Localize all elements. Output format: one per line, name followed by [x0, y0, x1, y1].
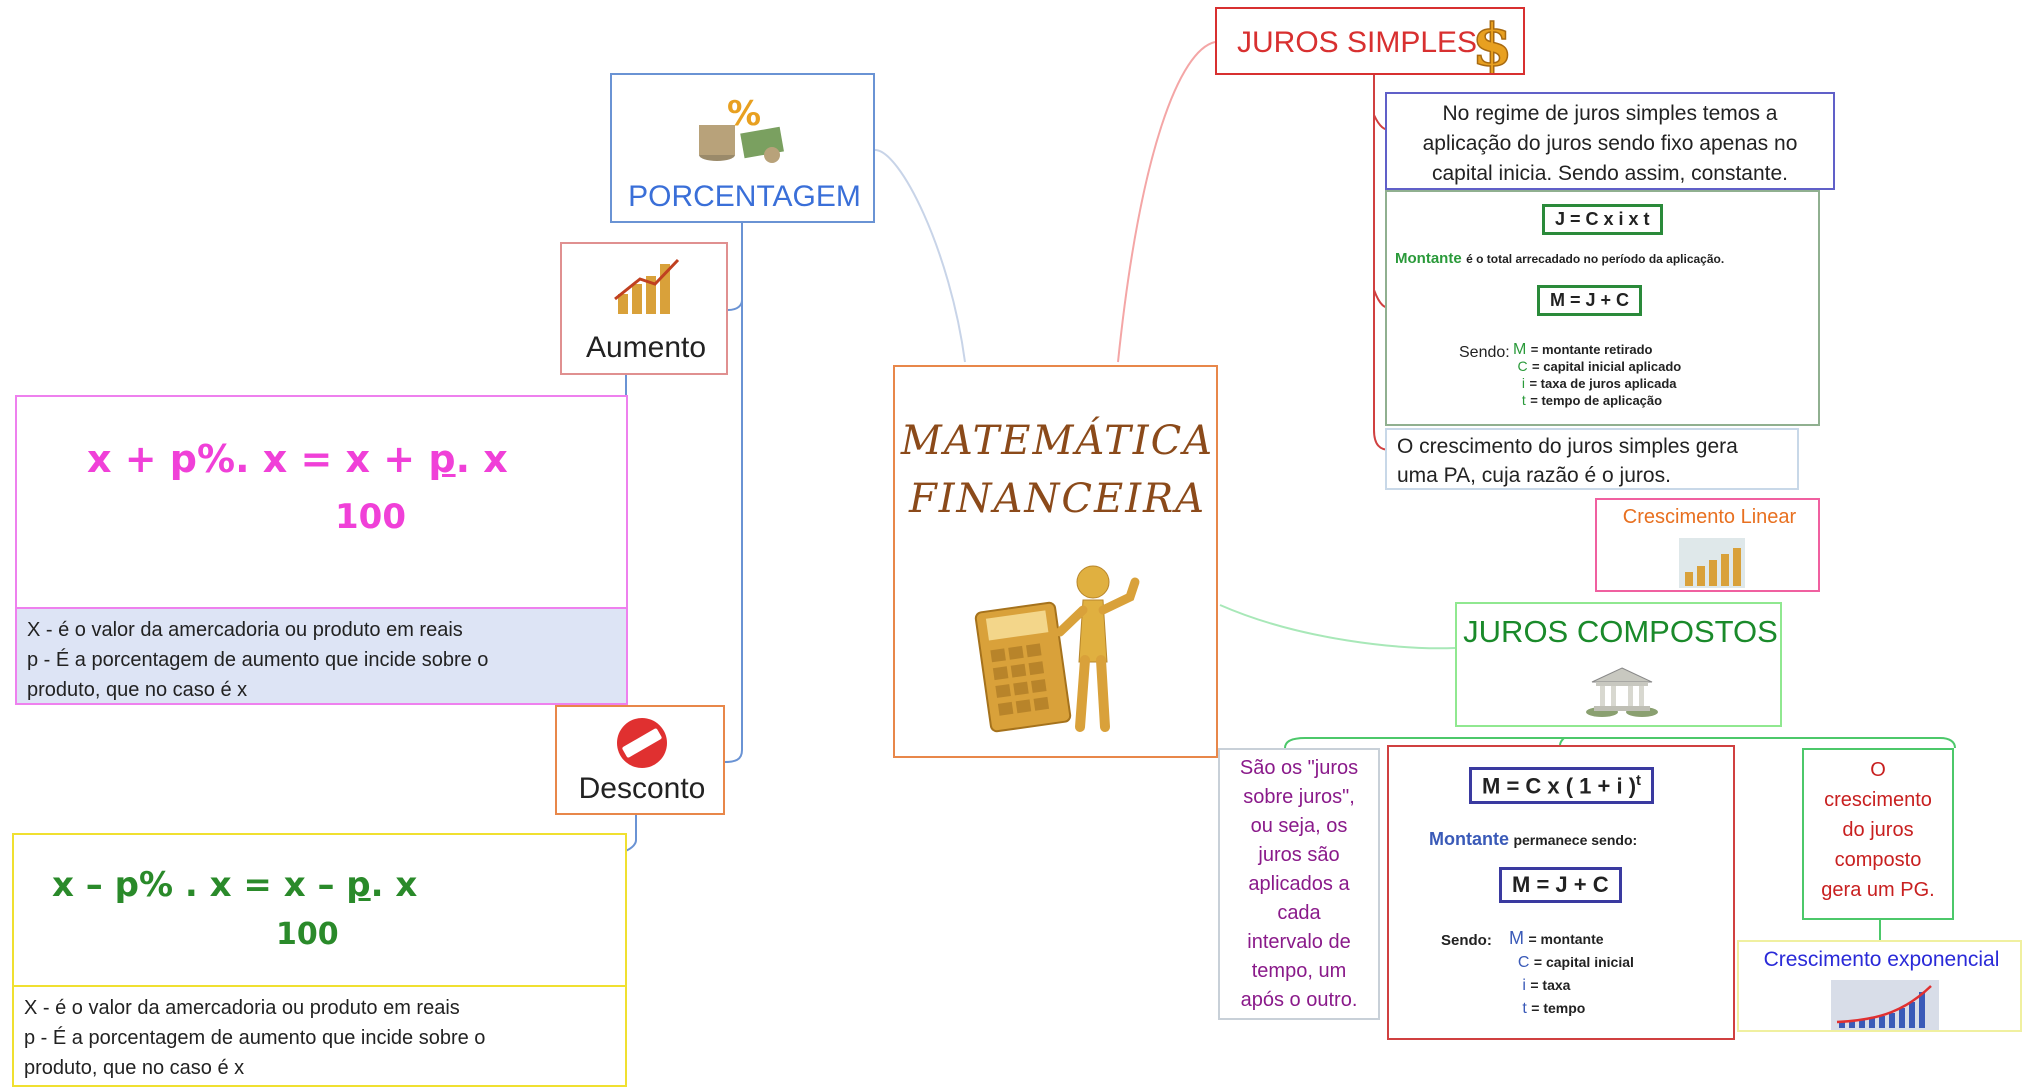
legend-row: C = capital inicial: [1517, 954, 1634, 971]
crescimento-exponencial-label: Crescimento exponencial: [1763, 948, 2000, 971]
desconto-denominator: 100: [276, 917, 339, 952]
growth-line: O crescimento do juros simples gera: [1397, 435, 1738, 458]
sendo-label-compound: Sendo:: [1441, 932, 1492, 949]
legend-row: t = tempo de aplicação: [1521, 392, 1663, 408]
legend-row: t = tempo: [1522, 1000, 1586, 1017]
linear-chart-icon: [1679, 538, 1745, 588]
formula-compound: M = C x ( 1 + i )t: [1469, 767, 1655, 805]
aumento-formula-right: . x: [455, 437, 508, 481]
crescimento-linear-node[interactable]: Crescimento Linear: [1595, 498, 1820, 592]
svg-text:%: %: [727, 94, 761, 134]
aumento-note: X - é o valor da amercadoria ou produto …: [17, 607, 626, 703]
gold-figure-calculator-icon: [974, 565, 1140, 733]
legend-list-compound: M = montante C = capital inicial i = tax…: [1509, 927, 1634, 1020]
legend-row: M = montante retirado: [1513, 341, 1653, 358]
juros-compostos-definition: São os "juros sobre juros", ou seja, os …: [1218, 748, 1380, 1020]
montante-desc: é o total arrecadado no período da aplic…: [1466, 252, 1725, 266]
desconto-formula: x – p% . x = x – p. x: [52, 865, 417, 905]
montante-line-compound: Montante permanece sendo:: [1429, 829, 1637, 850]
desconto-formula-right: . x: [370, 865, 418, 905]
desconto-note-line: X - é o valor da amercadoria ou produto …: [24, 997, 460, 1019]
formula-m-compound: M = J + C: [1499, 867, 1622, 903]
crescimento-linear-label: Crescimento Linear: [1622, 506, 1797, 528]
aumento-note-line: produto, que no caso é x: [27, 679, 248, 701]
legend-row: C = capital inicial aplicado: [1517, 358, 1682, 374]
legend-list: M = montante retirado C = capital inicia…: [1513, 342, 1681, 409]
aumento-note-line: p - É a porcentagem de aumento que incid…: [27, 649, 489, 671]
definition-line: intervalo de: [1247, 931, 1351, 953]
juros-compostos-node[interactable]: JUROS COMPOSTOS: [1455, 602, 1782, 727]
aumento-node[interactable]: Aumento: [560, 242, 728, 375]
center-title: MATEMÁTICA FINANCEIRA: [895, 412, 1220, 528]
desconto-note-line: produto, que no caso é x: [24, 1057, 245, 1079]
aumento-note-line: X - é o valor da amercadoria ou produto …: [27, 619, 463, 641]
definition-line: após o outro.: [1240, 989, 1358, 1011]
aumento-formula-left: x + p%. x = x +: [87, 437, 429, 481]
porcentagem-title: PORCENTAGEM: [628, 180, 861, 213]
intro-line: aplicação do juros sendo fixo apenas no: [1422, 132, 1798, 155]
center-node[interactable]: MATEMÁTICA FINANCEIRA: [893, 365, 1218, 758]
formula-compound-base: M = C x ( 1 + i ): [1482, 773, 1637, 799]
definition-line: São os "juros: [1239, 757, 1359, 779]
rising-chart-icon: [614, 258, 680, 314]
bank-icon: [1586, 667, 1658, 717]
definition-line: ou seja, os: [1250, 815, 1348, 837]
montante-word: Montante: [1395, 250, 1462, 267]
aumento-formula-box: x + p%. x = x + p. x 100 X - é o valor d…: [15, 395, 628, 705]
formula-compound-exponent: t: [1636, 772, 1642, 789]
montante-desc: permanece sendo:: [1513, 832, 1638, 848]
definition-line: juros são: [1258, 844, 1340, 866]
aumento-label: Aumento: [585, 331, 707, 364]
growth-line: gera um PG.: [1821, 879, 1935, 901]
legend-row: i = taxa: [1522, 977, 1571, 994]
intro-line: No regime de juros simples temos a: [1442, 102, 1778, 125]
center-title-line2: FINANCEIRA: [908, 476, 1207, 522]
juros-compostos-title: JUROS COMPOSTOS: [1463, 614, 1778, 649]
desconto-formula-box: x – p% . x = x – p. x 100 X - é o valor …: [12, 833, 627, 1087]
juros-simples-growth: O crescimento do juros simples gera uma …: [1385, 428, 1799, 490]
center-title-line1: MATEMÁTICA: [900, 418, 1215, 464]
dollar-icon: $: [1471, 13, 1513, 73]
crescimento-exponencial-node[interactable]: Crescimento exponencial: [1737, 940, 2022, 1032]
growth-line: uma PA, cuja razão é o juros.: [1397, 464, 1671, 487]
desconto-node[interactable]: Desconto: [555, 705, 725, 815]
definition-line: cada: [1277, 902, 1321, 924]
growth-line: do juros: [1842, 819, 1914, 841]
legend-row: M = montante: [1509, 928, 1604, 948]
growth-line: O: [1870, 759, 1886, 781]
growth-line: crescimento: [1824, 789, 1932, 811]
sendo-label: Sendo:: [1459, 344, 1510, 361]
money-percent-icon: %: [699, 94, 784, 163]
desconto-formula-left: x – p% . x = x –: [52, 865, 347, 905]
discount-tag-icon: [617, 718, 667, 768]
juros-simples-title: JUROS SIMPLES: [1237, 26, 1478, 59]
montante-line: Montante é o total arrecadado no período…: [1395, 250, 1724, 268]
aumento-formula: x + p%. x = x + p. x: [87, 437, 508, 481]
desconto-label: Desconto: [578, 772, 706, 805]
juros-simples-intro: No regime de juros simples temos a aplic…: [1385, 92, 1835, 190]
svg-text:$: $: [1472, 13, 1512, 73]
juros-simples-node[interactable]: JUROS SIMPLES $: [1215, 7, 1525, 75]
definition-line: tempo, um: [1251, 960, 1347, 982]
montante-word: Montante: [1429, 829, 1509, 849]
juros-compostos-growth: O crescimento do juros composto gera um …: [1802, 748, 1954, 920]
desconto-formula-p: p: [346, 865, 371, 905]
definition-line: aplicados a: [1248, 873, 1350, 895]
definition-line: sobre juros",: [1243, 786, 1355, 808]
aumento-formula-p: p: [428, 437, 456, 481]
formula-j: J = C x i x t: [1542, 204, 1663, 235]
intro-line: capital inicia. Sendo assim, constante.: [1431, 162, 1789, 185]
legend-row: i = taxa de juros aplicada: [1521, 375, 1677, 391]
growth-line: composto: [1834, 849, 1922, 871]
juros-simples-formulas: J = C x i x t Montante é o total arrecad…: [1385, 190, 1820, 426]
juros-compostos-formulas: M = C x ( 1 + i )t Montante permanece se…: [1387, 745, 1735, 1040]
aumento-denominator: 100: [335, 497, 406, 537]
desconto-note: X - é o valor da amercadoria ou produto …: [14, 985, 625, 1085]
porcentagem-node[interactable]: % PORCENTAGEM: [610, 73, 875, 223]
formula-m: M = J + C: [1537, 285, 1643, 316]
desconto-note-line: p - É a porcentagem de aumento que incid…: [24, 1027, 486, 1049]
exponential-chart-icon: [1831, 980, 1939, 1030]
